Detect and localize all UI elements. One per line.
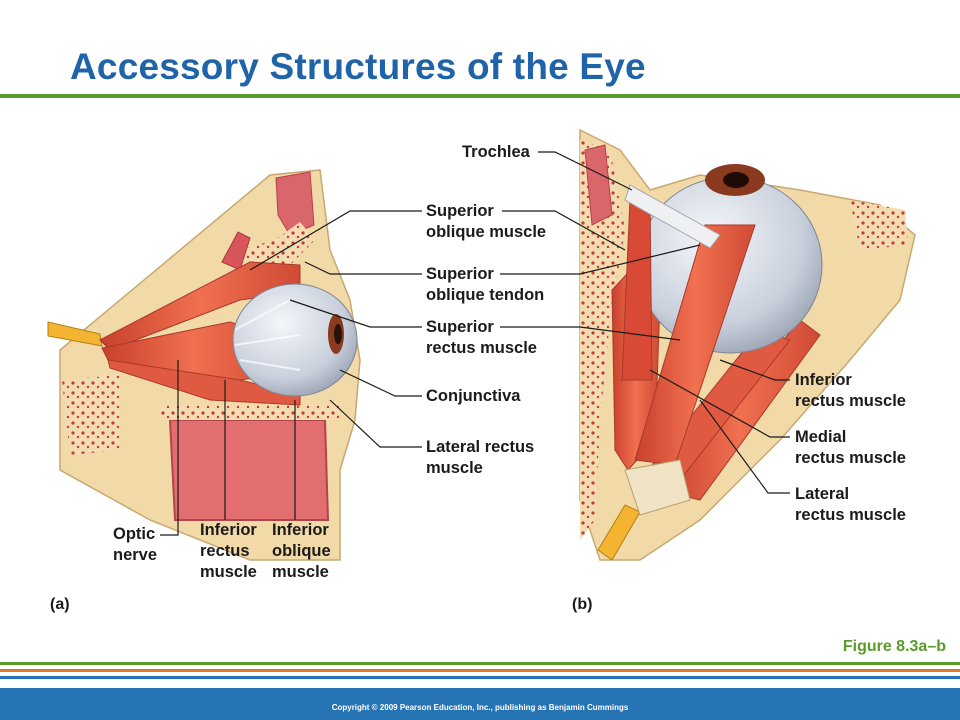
footer-bar xyxy=(0,688,960,720)
label-line: muscle xyxy=(426,459,483,477)
label-line: Lateral xyxy=(795,485,850,503)
footer-stripe-orange xyxy=(0,669,960,672)
label-line: oblique muscle xyxy=(426,223,547,241)
panel-a-tag: (a) xyxy=(50,596,70,613)
label-line: oblique xyxy=(272,542,331,560)
label-line: rectus xyxy=(200,542,250,560)
orbit-roof-bone xyxy=(240,222,315,275)
label-optic-nerve: Optic nerve xyxy=(113,524,157,566)
lateral-wall-bone xyxy=(850,200,908,250)
sinus-b xyxy=(584,144,613,226)
maxillary-sinus xyxy=(168,419,330,521)
label-line: Conjunctiva xyxy=(426,387,521,405)
label-line: Superior xyxy=(426,318,494,336)
label-line: Superior xyxy=(426,265,494,283)
figure-reference: Figure 8.3a–b xyxy=(842,638,946,655)
lacrimal-gland xyxy=(221,231,251,271)
label-line: rectus muscle xyxy=(795,449,906,467)
label-lateral-rectus-b: Lateral rectus muscle xyxy=(795,484,906,526)
trochlea-tendon-b xyxy=(624,184,721,249)
leader-lines-b xyxy=(500,151,790,494)
medial-wall-bone xyxy=(580,140,625,540)
orbit-floor-bone xyxy=(160,405,340,420)
label-inferior-rectus-a: Inferior rectus muscle xyxy=(200,520,257,583)
footer-stripe-green xyxy=(0,662,960,665)
label-superior-rectus: Superior rectus muscle xyxy=(426,317,537,359)
label-inferior-oblique: Inferior oblique muscle xyxy=(272,520,331,583)
panel-b-drawing xyxy=(579,128,916,561)
label-line: nerve xyxy=(113,546,158,564)
pupil-a xyxy=(334,324,342,344)
lower-orbit-bone xyxy=(62,375,120,455)
label-line: Inferior xyxy=(200,521,257,539)
inferior-muscles-a xyxy=(107,359,301,406)
label-line: rectus muscle xyxy=(426,339,537,357)
label-inferior-rectus-b: Inferior rectus muscle xyxy=(795,370,906,412)
label-line: Medial xyxy=(795,428,847,446)
label-line: Inferior xyxy=(795,371,852,389)
label-trochlea: Trochlea xyxy=(462,142,530,163)
title-underline xyxy=(0,94,960,98)
label-line: Trochlea xyxy=(462,143,530,161)
label-line: Inferior xyxy=(272,521,329,539)
copyright-text: Copyright © 2009 Pearson Education, Inc.… xyxy=(331,703,629,712)
label-line: rectus muscle xyxy=(795,506,906,524)
label-line: Lateral rectus xyxy=(426,438,535,456)
label-line: muscle xyxy=(272,563,329,581)
common-tendon-ring xyxy=(624,459,691,516)
label-lateral-rectus-a: Lateral rectus muscle xyxy=(426,437,534,479)
panel-a-drawing xyxy=(47,169,361,561)
label-line: rectus muscle xyxy=(795,392,906,410)
slide-title: Accessory Structures of the Eye xyxy=(70,46,646,87)
label-line: Superior xyxy=(426,202,494,220)
label-superior-oblique-muscle: Superior oblique muscle xyxy=(426,201,546,243)
panel-b-tag: (b) xyxy=(572,596,593,613)
footer-stripe-blue-thin xyxy=(0,676,960,679)
optic-nerve-a xyxy=(47,321,103,347)
leader-lines-a xyxy=(160,210,422,536)
label-line: muscle xyxy=(200,563,257,581)
label-superior-oblique-tendon: Superior oblique tendon xyxy=(426,264,544,306)
label-medial-rectus-b: Medial rectus muscle xyxy=(795,427,906,469)
label-line: Optic xyxy=(113,525,156,543)
label-conjunctiva: Conjunctiva xyxy=(426,386,520,407)
pupil-b xyxy=(723,172,749,188)
insertion-fibres-a xyxy=(234,299,301,371)
label-line: oblique tendon xyxy=(426,286,545,304)
